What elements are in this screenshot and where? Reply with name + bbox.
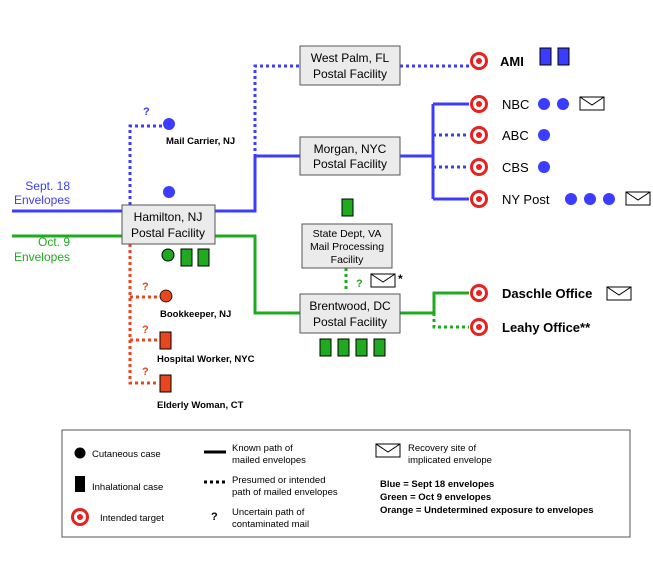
morgan-name: Morgan, NYC bbox=[314, 142, 387, 156]
hamilton-to-brentwood-line bbox=[215, 234, 300, 315]
morgan-facility: Morgan, NYC Postal Facility bbox=[299, 136, 401, 176]
cutaneous-case-icon bbox=[161, 248, 175, 262]
west-palm-facility: West Palm, FL Postal Facility bbox=[299, 45, 401, 86]
elderly-question-mark: ? bbox=[142, 366, 149, 378]
leahy-target-icon bbox=[470, 318, 488, 336]
legend-known-path-2: mailed envelopes bbox=[232, 455, 306, 466]
legend-presumed-2: path of mailed envelopes bbox=[232, 487, 338, 498]
bookkeeper-question-mark: ? bbox=[142, 281, 149, 293]
cutaneous-case-icon bbox=[159, 289, 173, 303]
legend-uncertain-2: contaminated mail bbox=[232, 519, 309, 530]
nbc-label: NBC bbox=[502, 97, 529, 112]
west-palm-type: Postal Facility bbox=[313, 67, 387, 81]
cutaneous-case-icon bbox=[565, 193, 577, 205]
hospital-worker-label: Hospital Worker, NYC bbox=[157, 354, 255, 365]
legend-known-path-1: Known path of bbox=[232, 443, 293, 454]
state-dept-asterisk: * bbox=[398, 272, 403, 286]
leahy-label: Leahy Office** bbox=[502, 320, 591, 335]
cbs-label: CBS bbox=[502, 160, 529, 175]
legend-orange: Orange = Undetermined exposure to envelo… bbox=[380, 505, 594, 516]
legend-cutaneous-icon bbox=[74, 447, 86, 459]
ami-label: AMI bbox=[500, 54, 524, 69]
legend-recovery-1: Recovery site of bbox=[408, 443, 476, 454]
cutaneous-case-icon bbox=[163, 186, 175, 198]
inhalational-case-icon bbox=[180, 248, 193, 267]
legend-blue: Blue = Sept 18 envelopes bbox=[380, 479, 494, 490]
cutaneous-case-icon bbox=[538, 129, 550, 141]
brentwood-type: Postal Facility bbox=[313, 315, 387, 329]
brentwood-name: Brentwood, DC bbox=[309, 299, 391, 313]
legend-intended-target: Intended target bbox=[100, 513, 164, 524]
inhalational-case-icon bbox=[355, 338, 368, 357]
legend: Cutaneous case Inhalational case Intende… bbox=[61, 429, 631, 538]
inhalational-case-icon bbox=[319, 338, 332, 357]
hospital-question-mark: ? bbox=[142, 324, 149, 336]
envelope-icon bbox=[370, 273, 396, 288]
state-dept-question-mark: ? bbox=[356, 278, 363, 290]
cutaneous-case-icon bbox=[584, 193, 596, 205]
inhalational-case-icon bbox=[341, 198, 354, 217]
inhalational-case-icon bbox=[373, 338, 386, 357]
inhalational-case-icon bbox=[557, 47, 570, 66]
envelope-icon bbox=[606, 286, 632, 301]
legend-green: Green = Oct 9 envelopes bbox=[380, 492, 491, 503]
mail-carrier-question-mark: ? bbox=[143, 106, 150, 118]
legend-presumed-1: Presumed or intended bbox=[232, 475, 325, 486]
oct-label-2: Envelopes bbox=[14, 250, 70, 264]
bookkeeper-label: Bookkeeper, NJ bbox=[160, 309, 231, 320]
state-dept-type-2: Facility bbox=[331, 254, 364, 266]
legend-envelope-icon bbox=[375, 443, 401, 458]
daschle-target-icon bbox=[470, 284, 488, 302]
legend-question-mark: ? bbox=[211, 511, 218, 523]
legend-uncertain-1: Uncertain path of bbox=[232, 507, 305, 518]
hamilton-type: Postal Facility bbox=[131, 226, 205, 240]
daschle-label: Daschle Office bbox=[502, 286, 592, 301]
inhalational-case-icon bbox=[197, 248, 210, 267]
ami-target-icon bbox=[470, 52, 488, 70]
inhalational-case-icon bbox=[539, 47, 552, 66]
sept-label-1: Sept. 18 bbox=[25, 179, 70, 193]
cutaneous-case-icon bbox=[538, 98, 550, 110]
abc-target-icon bbox=[470, 126, 488, 144]
west-palm-name: West Palm, FL bbox=[311, 51, 390, 65]
nbc-target-icon bbox=[470, 95, 488, 113]
abc-label: ABC bbox=[502, 128, 529, 143]
cbs-target-icon bbox=[470, 158, 488, 176]
cutaneous-case-icon bbox=[163, 118, 175, 130]
hamilton-orange-trunk-line bbox=[128, 244, 158, 385]
hamilton-name: Hamilton, NJ bbox=[134, 210, 203, 224]
ny-post-target-icon bbox=[470, 190, 488, 208]
hamilton-to-mailcarrier-line bbox=[128, 124, 162, 205]
morgan-type: Postal Facility bbox=[313, 157, 387, 171]
inhalational-case-icon bbox=[337, 338, 350, 357]
legend-cutaneous: Cutaneous case bbox=[92, 449, 161, 460]
legend-recovery-2: implicated envelope bbox=[408, 455, 492, 466]
brentwood-to-daschle-line bbox=[400, 291, 469, 315]
legend-target-icon bbox=[71, 508, 89, 526]
inhalational-case-icon bbox=[159, 331, 172, 350]
state-dept-name: State Dept, VA bbox=[313, 228, 382, 240]
envelope-icon bbox=[579, 96, 605, 111]
sept-label-2: Envelopes bbox=[14, 193, 70, 207]
hamilton-to-westpalm-line bbox=[253, 64, 300, 211]
ny-post-label: NY Post bbox=[502, 192, 550, 207]
mail-carrier-label: Mail Carrier, NJ bbox=[166, 136, 235, 147]
cutaneous-case-icon bbox=[557, 98, 569, 110]
state-dept-facility: State Dept, VA Mail Processing Facility bbox=[301, 223, 393, 269]
state-dept-type: Mail Processing bbox=[310, 241, 384, 253]
cutaneous-case-icon bbox=[603, 193, 615, 205]
cutaneous-case-icon bbox=[538, 161, 550, 173]
brentwood-facility: Brentwood, DC Postal Facility bbox=[299, 293, 401, 334]
oct-label-1: Oct. 9 bbox=[38, 235, 70, 249]
brentwood-to-leahy-line bbox=[432, 313, 469, 329]
elderly-woman-label: Elderly Woman, CT bbox=[157, 400, 244, 411]
legend-inhalational-icon bbox=[75, 476, 85, 492]
envelope-icon bbox=[625, 191, 651, 206]
hamilton-to-morgan-line bbox=[215, 154, 300, 213]
hamilton-facility: Hamilton, NJ Postal Facility bbox=[121, 204, 216, 245]
legend-inhalational: Inhalational case bbox=[92, 482, 163, 493]
inhalational-case-icon bbox=[159, 374, 172, 393]
